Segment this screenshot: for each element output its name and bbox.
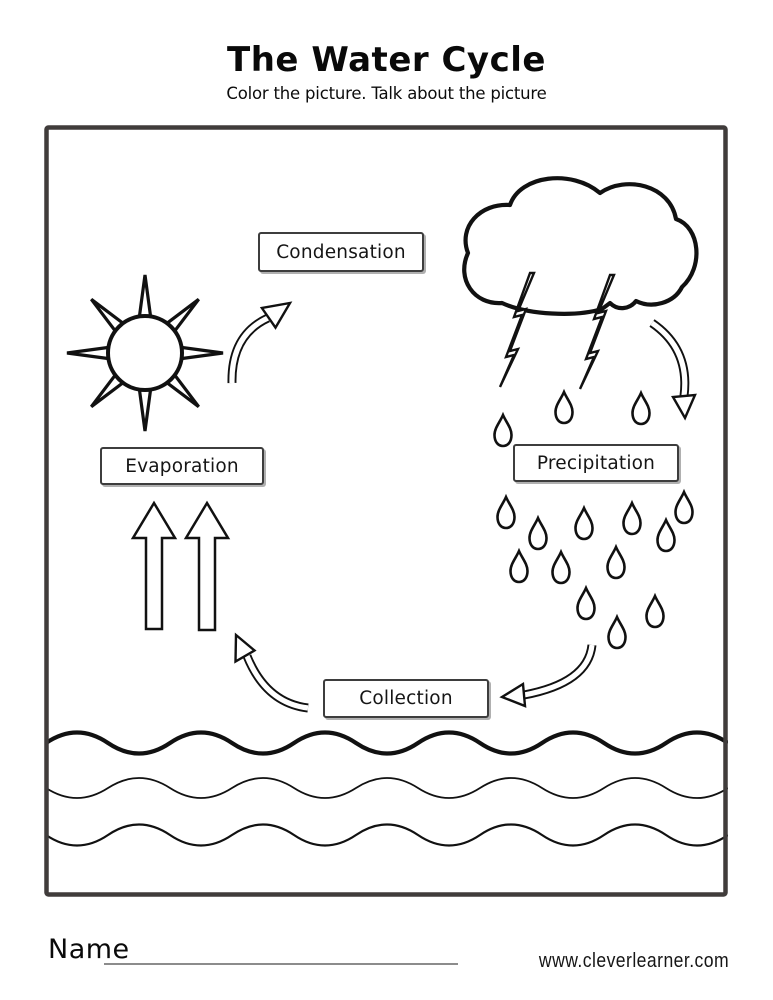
raindrop-icon (631, 391, 651, 426)
raindrop-icon (554, 390, 574, 425)
diagram-frame: Condensation Evaporation Precipitation C… (44, 125, 728, 897)
raindrop-icon (551, 550, 571, 585)
website-text: www.cleverlearner.com (538, 950, 729, 972)
name-write-line (104, 963, 458, 965)
raindrop-icon (606, 545, 626, 580)
up-arrow-icon (130, 500, 178, 631)
up-arrow-icon (183, 500, 231, 632)
lightning-bolt-icon (498, 271, 536, 388)
raindrop-icon (528, 516, 548, 551)
curved-arrow-to-evaporation-icon (234, 632, 309, 713)
label-precipitation: Precipitation (513, 444, 679, 482)
wave-line (45, 777, 728, 799)
lightning-bolt-icon (578, 273, 616, 390)
label-evaporation: Evaporation (100, 447, 264, 485)
wave-line (44, 730, 728, 756)
raindrop-icon (574, 506, 594, 541)
raindrop-icon (496, 495, 516, 530)
curved-arrow-to-precipitation-icon (649, 319, 697, 421)
water-cycle-diagram (44, 125, 728, 897)
label-condensation: Condensation (258, 232, 424, 272)
raindrop-icon (645, 594, 665, 629)
raindrop-icon (656, 518, 676, 553)
label-collection: Collection (323, 679, 489, 718)
wave-line (45, 823, 728, 847)
frame-border (44, 125, 728, 897)
raindrop-icon (509, 549, 529, 584)
sun-icon (66, 274, 224, 432)
raindrop-icon (674, 490, 694, 525)
raindrops (493, 390, 694, 650)
curved-arrow-to-condensation-icon (227, 301, 293, 384)
page-instructions: Color the picture. Talk about the pictur… (226, 84, 547, 103)
water-waves-icon (44, 730, 728, 847)
raindrop-icon (607, 615, 627, 650)
evaporation-arrows (130, 500, 231, 632)
raindrop-icon (576, 586, 596, 621)
curved-arrow-to-collection-icon (499, 644, 597, 708)
page-title: The Water Cycle (227, 40, 546, 80)
raindrop-icon (493, 413, 513, 448)
cloud-icon (462, 176, 699, 390)
name-label: Name (48, 934, 130, 965)
raindrop-icon (622, 501, 642, 536)
